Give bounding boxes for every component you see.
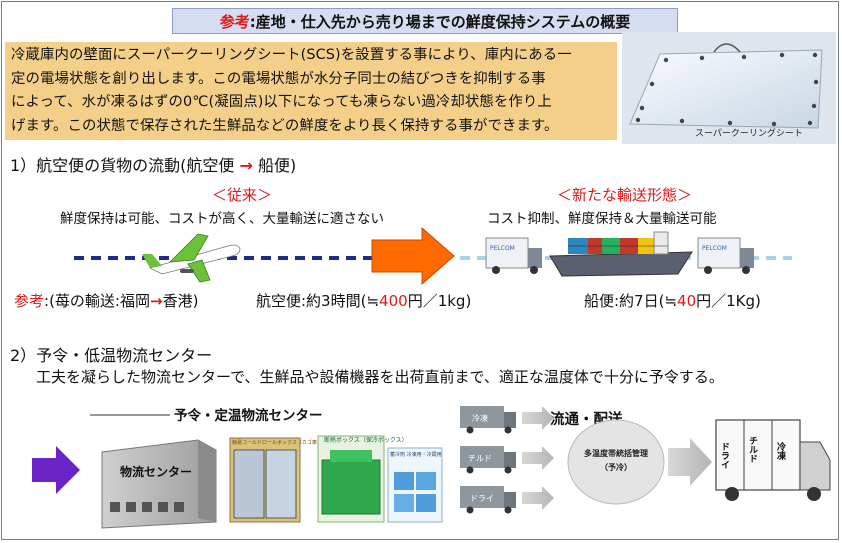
page-title: 参考:産地・仕入先から売り場までの鮮度保持システムの概要 (172, 8, 678, 34)
purple-arrow-icon (32, 446, 80, 494)
title-prefix: 参考 (219, 12, 250, 31)
truck-chilled-icon: チルド (460, 446, 516, 474)
connector-arrow-icon (522, 486, 554, 510)
insulated-box-icon: 断熱ボックス（保冷ボックス） (317, 435, 408, 523)
center-title-rule (90, 414, 170, 416)
scs-caption: スーパークーリングシート (695, 129, 803, 139)
cold-agent-label: 蓄冷剤 冷凍用・冷蔵用 (390, 451, 442, 458)
conventional-heading: ＜従来＞ (212, 186, 273, 204)
truck-chilled-label: チルド (468, 454, 492, 463)
center-title: 予令・定温物流センター (174, 408, 323, 424)
connector-arrow-icon (522, 446, 554, 470)
transition-arrow-icon (371, 226, 455, 286)
intro-line: げます。この状態で保存された生鮮品などの鮮度をより長く保持する事ができます。 (11, 117, 559, 134)
air-cost-price: 400 (379, 292, 408, 310)
ship-cost: 船便:約7日(≒40円／1Kg) (584, 290, 761, 311)
logistics-flow: 物流センター 簡易コールドロールボックス（カゴ車） 断熱ボックス（保冷ボックス）… (32, 406, 831, 529)
truck-frozen-icon: 冷凍 (460, 406, 516, 434)
truck-logo: PELCOM (490, 245, 515, 252)
connector-arrow-icon (668, 438, 712, 486)
air-cost-suffix: 円／1kg) (407, 292, 472, 310)
intro-line: 冷蔵庫内の壁面にスーパークーリングシート(SCS)を設置する事により、庫内にある… (11, 47, 572, 63)
truck-dry-icon: ドライ (460, 486, 516, 514)
big-truck-dry-label: ドライ (719, 442, 730, 469)
section1-heading: 1）航空便の貨物の流動(航空便 → 船便) (10, 152, 296, 176)
big-truck-chilled-label: チルド (747, 436, 758, 463)
truck-logo: PELCOM (702, 245, 727, 252)
intro-paragraph: 冷蔵庫内の壁面にスーパークーリングシート(SCS)を設置する事により、庫内にある… (5, 42, 617, 140)
container-ship-icon (549, 231, 693, 277)
airplane-icon (142, 233, 241, 283)
reference-text-a: :(苺の輸送:福岡 (44, 292, 150, 310)
section2-heading: 2）予令・低温物流センター (10, 346, 213, 365)
truck-icon: PELCOM (485, 237, 542, 274)
new-form-heading: ＜新たな輸送形態＞ (557, 186, 693, 204)
cold-agent-icon: 蓄冷剤 冷凍用・冷蔵用 (387, 447, 443, 523)
transport-flow: PELCOM PELCOM (74, 226, 792, 286)
insulated-box-label: 断熱ボックス（保冷ボックス） (324, 436, 408, 444)
section1-heading-tail: 船便) (258, 156, 297, 175)
big-truck-frozen-label: 冷凍 (775, 441, 786, 461)
super-cooling-sheet-image (622, 32, 836, 144)
multi-temp-label: 多温度帯統括管理 (584, 448, 648, 458)
section2-desc: 工夫を凝らした物流センターで、生鮮品や設備機器を出荷直前まで、適正な温度体で十分… (36, 368, 724, 386)
section1-heading-arrow: → (239, 156, 253, 175)
connector-arrow-icon (522, 406, 554, 430)
new-form-desc: コスト抑制、鮮度保持＆大量輸送可能 (487, 211, 717, 227)
ship-cost-suffix: 円／1Kg) (696, 292, 761, 310)
reference-label: 参考 (14, 292, 45, 310)
multi-temp-circle (567, 419, 665, 505)
intro-line: 定の電場状態を創り出します。この電場状態が水分子同士の結びつきを抑制する事 (11, 70, 546, 87)
ship-cost-price: 40 (677, 292, 697, 310)
reference-text-b: 香港) (162, 292, 199, 310)
air-cost: 航空便:約3時間(≒400円／1kg) (256, 290, 471, 311)
delivery-truck-icon: ドライ チルド 冷凍 (715, 419, 831, 501)
multi-temp-sub: （予冷） (600, 462, 632, 472)
roll-box-label: 簡易コールドロールボックス（カゴ車） (232, 439, 322, 446)
title-text: :産地・仕入先から売り場までの鮮度保持システムの概要 (249, 12, 631, 31)
ship-cost-prefix: 船便:約7日(≒ (584, 292, 678, 310)
truck-dry-label: ドライ (470, 494, 494, 503)
roll-box-icon: 簡易コールドロールボックス（カゴ車） (229, 437, 322, 523)
logistics-building-icon: 物流センター (101, 439, 217, 529)
reference-note: 参考:(苺の輸送:福岡→香港) (14, 290, 198, 311)
truck-icon: PELCOM (697, 237, 754, 274)
air-cost-prefix: 航空便:約3時間(≒ (256, 292, 380, 310)
conventional-desc: 鮮度保持は可能、コストが高く、大量輸送に適さない (60, 211, 384, 227)
building-label: 物流センター (120, 464, 192, 479)
intro-line: によって、水が凍るはずの0℃(凝固点)以下になっても凍らない過冷却状態を作り上 (11, 94, 552, 110)
truck-frozen-label: 冷凍 (472, 413, 488, 423)
section1-heading-main: 1）航空便の貨物の流動(航空便 (10, 156, 235, 175)
reference-arrow: → (149, 292, 163, 310)
